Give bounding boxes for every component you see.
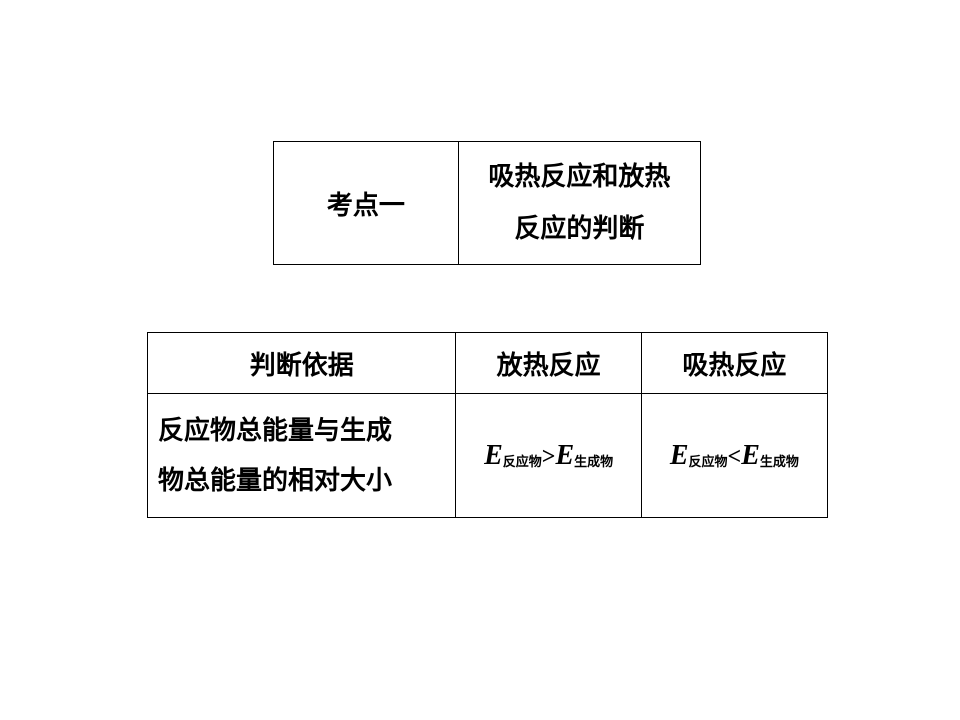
products-subscript: 生成物 (759, 454, 799, 470)
greater-than-sign: > (541, 443, 556, 470)
endothermic-formula: E反应物<E生成物 (669, 439, 799, 471)
less-than-sign: < (727, 443, 742, 470)
reactants-subscript: 反应物 (688, 454, 728, 470)
header-basis: 判断依据 (146, 332, 457, 394)
products-subscript: 生成物 (574, 454, 614, 470)
table-header-row: 判断依据 放热反应 吸热反应 (146, 332, 829, 394)
reactants-subscript: 反应物 (502, 454, 542, 470)
energy-symbol: E (741, 439, 760, 471)
energy-symbol: E (484, 439, 503, 471)
topic-title: 吸热反应和放热 反应的判断 (457, 141, 702, 265)
comparison-table: 判断依据 放热反应 吸热反应 反应物总能量与生成 物总能量的相对大小 E反应物>… (146, 332, 829, 518)
endothermic-formula-cell: E反应物<E生成物 (640, 393, 829, 518)
header-exothermic: 放热反应 (455, 332, 642, 394)
header-endothermic: 吸热反应 (640, 332, 829, 394)
topic-title-line2: 反应的判断 (514, 214, 645, 244)
topic-table: 考点一 吸热反应和放热 反应的判断 (273, 141, 702, 265)
table-row: 反应物总能量与生成 物总能量的相对大小 E反应物>E生成物 E反应物<E生成物 (146, 393, 829, 518)
energy-symbol: E (555, 439, 575, 471)
exothermic-formula-cell: E反应物>E生成物 (455, 393, 642, 518)
basis-cell: 反应物总能量与生成 物总能量的相对大小 (146, 393, 457, 518)
topic-label: 考点一 (273, 141, 459, 265)
topic-title-line1: 吸热反应和放热 (488, 162, 671, 192)
basis-line2: 物总能量的相对大小 (158, 465, 393, 496)
energy-symbol: E (669, 439, 689, 471)
basis-line1: 反应物总能量与生成 (158, 415, 393, 446)
exothermic-formula: E反应物>E生成物 (484, 439, 614, 471)
